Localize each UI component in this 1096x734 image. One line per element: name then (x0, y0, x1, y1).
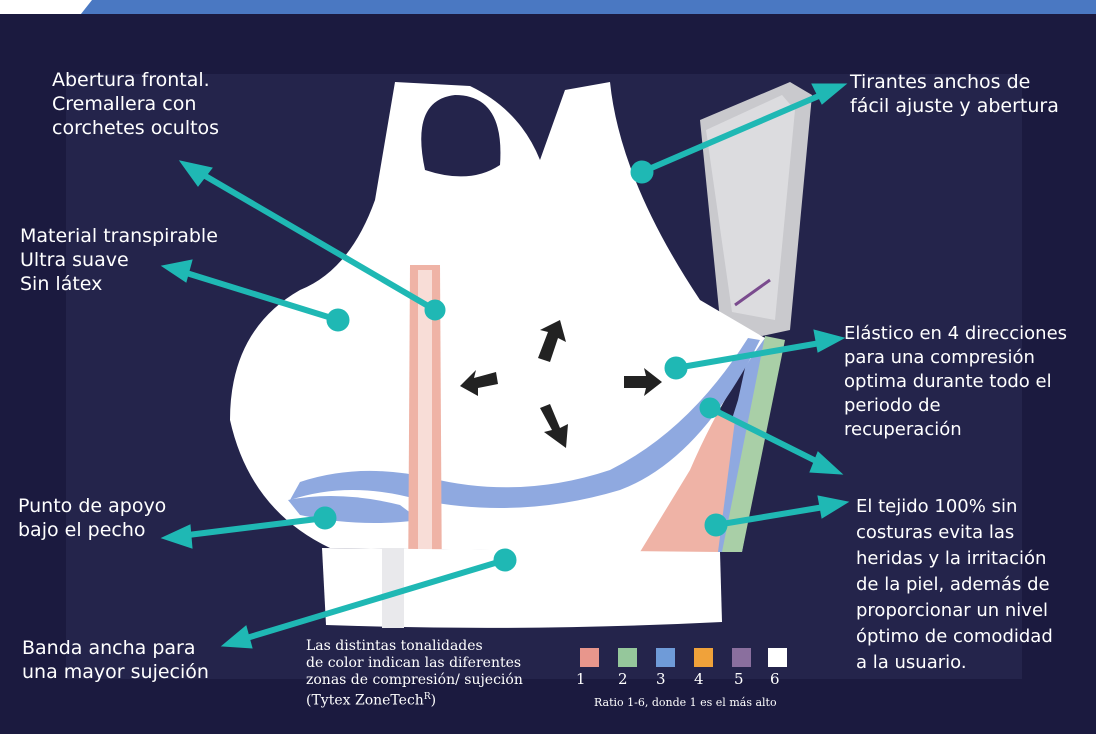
arrowhead-band (222, 626, 252, 648)
arrowhead-support (162, 525, 192, 548)
legend-description: Las distintas tonalidades de color indic… (306, 638, 523, 710)
label-line: proporcionar un nivel (856, 598, 1053, 624)
legend-brand: (Tytex ZoneTech (306, 693, 424, 709)
callout-dot-straps (631, 161, 653, 183)
callout-dot-support (314, 507, 336, 529)
zone-swatch-5 (732, 648, 751, 667)
label-line: Sin látex (20, 272, 218, 296)
callout-dot-seamless (705, 514, 727, 536)
label-line: Elástico en 4 direcciones (844, 322, 1067, 346)
label-line: a la usuario. (856, 650, 1053, 676)
label-line: Material transpirable (20, 224, 218, 248)
zone-swatch-4 (694, 648, 713, 667)
label-line: una mayor sujeción (22, 660, 209, 684)
arrowhead-seamless (818, 496, 848, 518)
zone-swatch-6 (768, 648, 787, 667)
label-line: de la piel, además de (856, 572, 1053, 598)
legend-line: Las distintas tonalidades (306, 638, 523, 655)
label-line: corchetes ocultos (52, 116, 219, 140)
callout-dot-band (494, 549, 516, 571)
zone-swatch-2 (618, 648, 637, 667)
callout-dot-material (327, 309, 349, 331)
zone-swatch-1 (580, 648, 599, 667)
label-straps: Tirantes anchos de fácil ajuste y abertu… (850, 70, 1059, 118)
label-line: fácil ajuste y abertura (850, 94, 1059, 118)
label-support-point: Punto de apoyo bajo el pecho (18, 494, 166, 542)
label-line: recuperación (844, 418, 1067, 442)
arrowhead-straps (812, 84, 846, 104)
label-line: Cremallera con (52, 92, 219, 116)
zone-number-5: 5 (734, 670, 744, 688)
label-line: costuras evita las (856, 520, 1053, 546)
legend-line: zonas de compresión/ sujeción (306, 672, 523, 689)
label-front-opening: Abertura frontal. Cremallera con corchet… (52, 68, 219, 140)
callout-dot-front (425, 300, 445, 320)
zone-number-1: 1 (576, 670, 586, 688)
arrowhead-elastic (814, 330, 844, 352)
label-line: periodo de (844, 394, 1067, 418)
arrowhead-front (180, 161, 212, 186)
zone-number-3: 3 (656, 670, 666, 688)
zone-swatch-3 (656, 648, 675, 667)
ratio-note: Ratio 1-6, donde 1 es el más alto (594, 696, 777, 709)
label-wide-band: Banda ancha para una mayor sujeción (22, 636, 209, 684)
label-line: bajo el pecho (18, 518, 166, 542)
arrowhead-zones (810, 452, 842, 474)
label-line: Banda ancha para (22, 636, 209, 660)
zone-number-2: 2 (618, 670, 628, 688)
label-material: Material transpirable Ultra suave Sin lá… (20, 224, 218, 296)
legend-closing: ) (431, 693, 436, 709)
label-line: heridas y la irritación (856, 546, 1053, 572)
callout-dot-elastic (665, 357, 687, 379)
label-line: optima durante todo el (844, 370, 1067, 394)
callout-dot-zones (700, 398, 720, 418)
label-seamless: El tejido 100% sin costuras evita las he… (856, 494, 1053, 676)
label-line: óptimo de comodidad (856, 624, 1053, 650)
legend-line: (Tytex ZoneTechR) (306, 689, 523, 710)
label-line: Punto de apoyo (18, 494, 166, 518)
label-line: Abertura frontal. (52, 68, 219, 92)
zone-number-6: 6 (770, 670, 780, 688)
zone-number-4: 4 (694, 670, 704, 688)
label-line: Ultra suave (20, 248, 218, 272)
registered-mark: R (424, 692, 431, 702)
label-line: Tirantes anchos de (850, 70, 1059, 94)
label-elastic: Elástico en 4 direcciones para una compr… (844, 322, 1067, 442)
legend-line: de color indican las diferentes (306, 655, 523, 672)
label-line: para una compresión (844, 346, 1067, 370)
label-line: El tejido 100% sin (856, 494, 1053, 520)
